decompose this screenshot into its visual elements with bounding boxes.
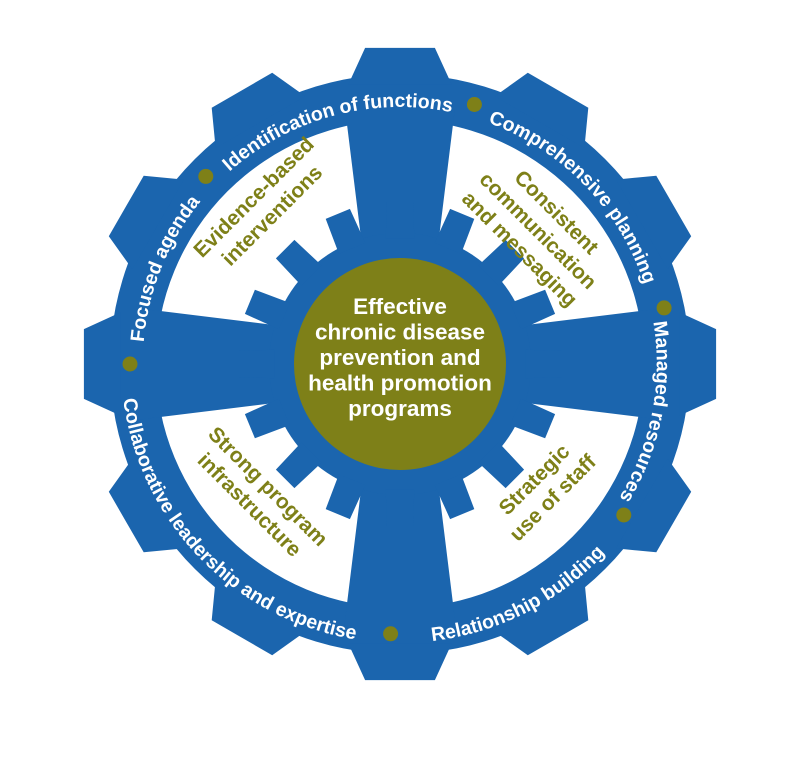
- separator-dot-1: [466, 97, 482, 112]
- separator-dot-3: [616, 507, 632, 523]
- separator-dot-6: [198, 168, 214, 184]
- separator-dot-5: [122, 356, 138, 372]
- center-circle: [294, 258, 506, 470]
- separator-dot-2: [656, 300, 672, 316]
- separator-dot-4: [383, 626, 399, 642]
